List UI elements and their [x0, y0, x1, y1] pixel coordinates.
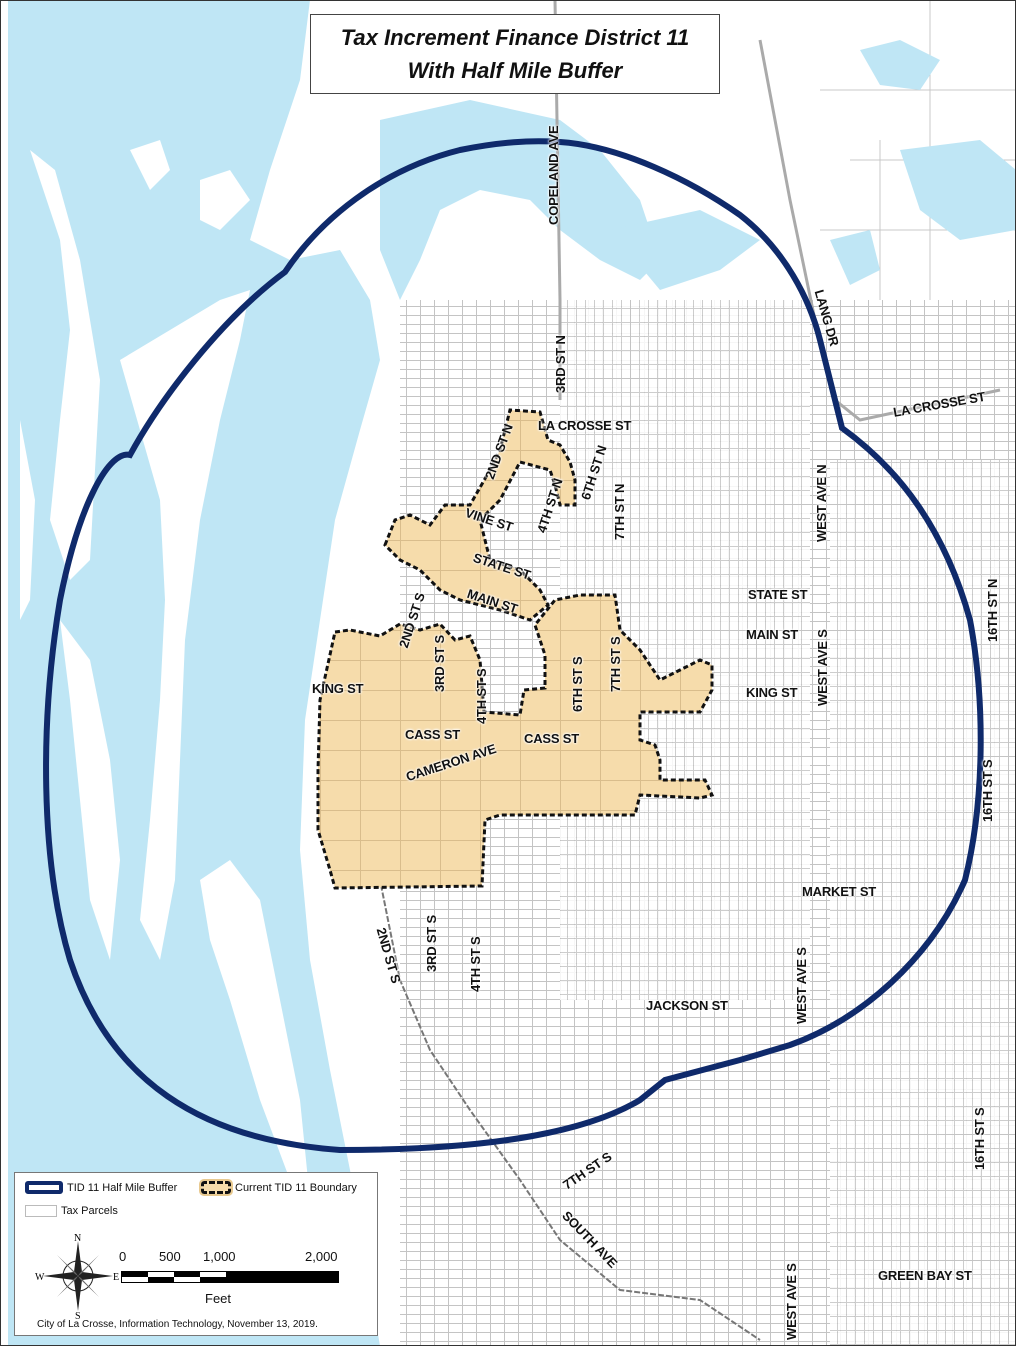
north-arrow: N S W E — [35, 1233, 121, 1319]
city-parcels — [400, 0, 1016, 1346]
scale-tick-500: 500 — [159, 1249, 181, 1264]
street-label-west-ave-s-upper: WEST AVE S — [815, 629, 830, 706]
river-water — [8, 0, 1016, 1346]
scale-bar — [121, 1271, 339, 1283]
map-legend: TID 11 Half Mile Buffer Current TID 11 B… — [14, 1172, 378, 1336]
legend-item-parcels: Tax Parcels — [25, 1205, 118, 1217]
street-label-la-crosse-st: LA CROSSE ST — [538, 418, 632, 433]
street-label-main-st-east: MAIN ST — [746, 627, 799, 642]
scale-tick-1000: 1,000 — [203, 1249, 236, 1264]
compass-rose-icon: N S W E — [35, 1233, 119, 1319]
legend-item-tid: Current TID 11 Boundary — [199, 1179, 357, 1196]
map-credit: City of La Crosse, Information Technolog… — [37, 1319, 318, 1330]
street-label-4th-st-s: 4TH ST S — [474, 668, 489, 724]
tid-11-boundary — [316, 408, 715, 890]
compass-e: E — [113, 1272, 119, 1283]
tid-11-half-mile-buffer — [43, 138, 984, 1154]
street-label-16th-st-s-upper: 16TH ST S — [980, 759, 995, 823]
copeland-ave-road — [553, 0, 562, 400]
street-label-cass-st-east: CASS ST — [524, 731, 579, 746]
legend-label-tid: Current TID 11 Boundary — [235, 1181, 357, 1194]
street-label-16th-st-s-lower: 16TH ST S — [972, 1107, 987, 1171]
scale-tick-2000: 2,000 — [305, 1249, 338, 1264]
street-label-cass-st-west: CASS ST — [405, 727, 460, 742]
map-title-line2: With Half Mile Buffer — [407, 58, 623, 83]
street-label-7th-st-n: 7TH ST N — [612, 483, 627, 540]
street-label-west-ave-s-lower: WEST AVE S — [784, 1263, 799, 1340]
scale-tick-0: 0 — [119, 1249, 127, 1264]
street-label-3rd-st-s-lower: 3RD ST S — [424, 915, 439, 972]
street-label-state-st-east: STATE ST — [748, 587, 808, 602]
compass-n: N — [74, 1233, 81, 1244]
legend-swatch-buffer — [25, 1181, 63, 1194]
street-label-west-ave-s-mid: WEST AVE S — [794, 947, 809, 1024]
street-label-copeland-ave: COPELAND AVE — [546, 125, 561, 225]
street-label-market-st: MARKET ST — [802, 884, 877, 899]
legend-swatch-parcels — [25, 1205, 57, 1217]
street-label-king-st-east: KING ST — [746, 685, 798, 700]
street-label-7th-st-s: 7TH ST S — [608, 636, 623, 692]
compass-w: W — [35, 1272, 45, 1283]
street-label-king-st-west: KING ST — [312, 681, 364, 696]
street-label-west-ave-n: WEST AVE N — [814, 464, 829, 542]
map-title-line1: Tax Increment Finance District 11 — [340, 25, 690, 50]
legend-swatch-tid — [199, 1179, 233, 1196]
railway — [364, 789, 761, 1341]
scale-unit: Feet — [205, 1291, 232, 1306]
street-label-jackson-st: JACKSON ST — [646, 998, 728, 1013]
compass-s: S — [75, 1311, 81, 1319]
street-label-3rd-st-n: 3RD ST N — [553, 335, 568, 393]
street-label-green-bay-st: GREEN BAY ST — [878, 1268, 972, 1283]
street-label-16th-st-n: 16TH ST N — [985, 578, 1000, 642]
street-label-6th-st-s: 6TH ST S — [570, 656, 585, 712]
street-label-4th-st-s-lower: 4TH ST S — [468, 936, 483, 992]
legend-label-parcels: Tax Parcels — [61, 1205, 118, 1217]
legend-label-buffer: TID 11 Half Mile Buffer — [67, 1181, 178, 1194]
map-title: Tax Increment Finance District 11 With H… — [310, 14, 720, 94]
legend-item-buffer: TID 11 Half Mile Buffer — [25, 1181, 177, 1194]
street-label-3rd-st-s: 3RD ST S — [432, 635, 447, 692]
